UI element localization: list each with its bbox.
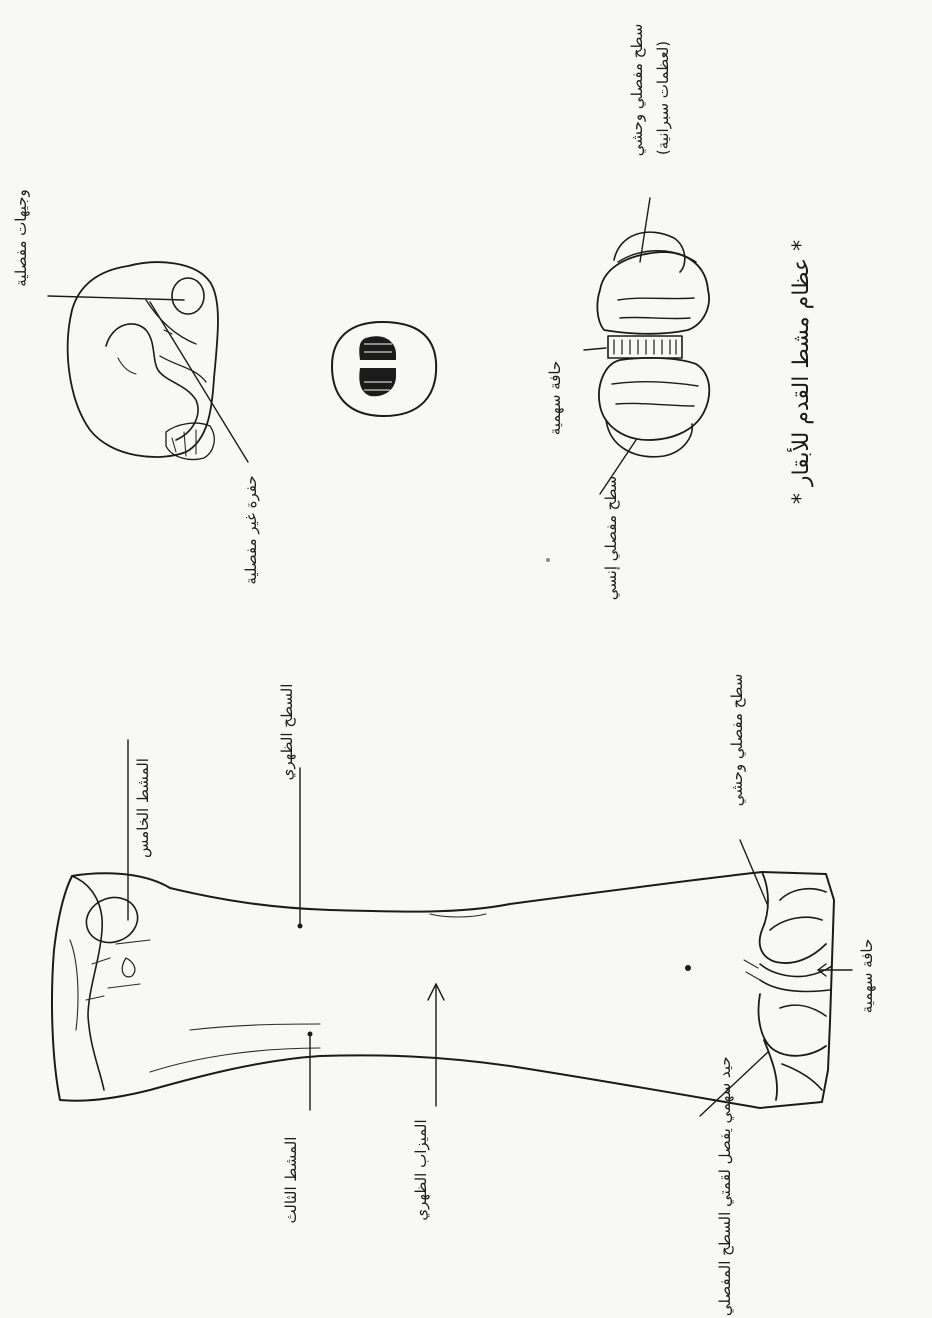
- label-lateral-articular-1-note: (لعظمات سبرانية): [654, 41, 672, 155]
- proximal-end-view: [48, 262, 248, 462]
- page-title: * عظام مشط القدم للأبقار *: [787, 240, 814, 504]
- label-sagittal-ridge-2: حافة سهمية: [858, 939, 876, 1014]
- label-fourth-metatarsal: المشط الخامس: [134, 758, 152, 858]
- label-sagittal-ridge-1: حافة سهمية: [546, 361, 564, 436]
- label-lateral-articular-2: سطح مفصلي وحشي: [728, 674, 747, 807]
- proximal-head-contour: [72, 876, 104, 1090]
- cross-section: [332, 322, 436, 416]
- proximal-facet: [80, 890, 144, 949]
- label-distal-articular: حيد سهمي يفصل لقمتي السطح المفصلي الإنسي: [716, 1056, 735, 1318]
- label-lateral-articular-1: سطح مفصلي وحشي: [628, 24, 647, 157]
- leader-nonarticular-fossa: [150, 302, 248, 462]
- proximal-outline: [68, 262, 218, 457]
- medial-condyle-cap: [606, 420, 692, 457]
- leader-distal-articular: [700, 1052, 768, 1116]
- distal-foramen: [685, 965, 691, 971]
- nutrient-foramen: [122, 958, 135, 977]
- leader-articular-facets: [48, 296, 184, 300]
- proximal-inner-notch: [106, 324, 198, 440]
- lateral-condyle: [597, 252, 709, 334]
- label-medial-articular-1: سطح مفصلي إنسي: [602, 476, 621, 600]
- label-articular-facets: وجيهات مفصلية: [12, 189, 30, 287]
- label-nonarticular-fossa: حفرة غير مفصلية: [242, 475, 260, 584]
- articular-facet: [172, 278, 204, 314]
- label-dorsal-groove: الميزاب الظهري: [412, 1119, 431, 1220]
- medullary-cavity-1: [359, 336, 396, 360]
- proximal-facet-line: [146, 300, 206, 382]
- sagittal-ridge-block: [608, 336, 682, 358]
- label-dorsal-surface: السطح الظهري: [278, 684, 297, 781]
- label-third-metatarsal: المشط الثالث: [282, 1137, 300, 1224]
- distal-end-view: [546, 198, 709, 562]
